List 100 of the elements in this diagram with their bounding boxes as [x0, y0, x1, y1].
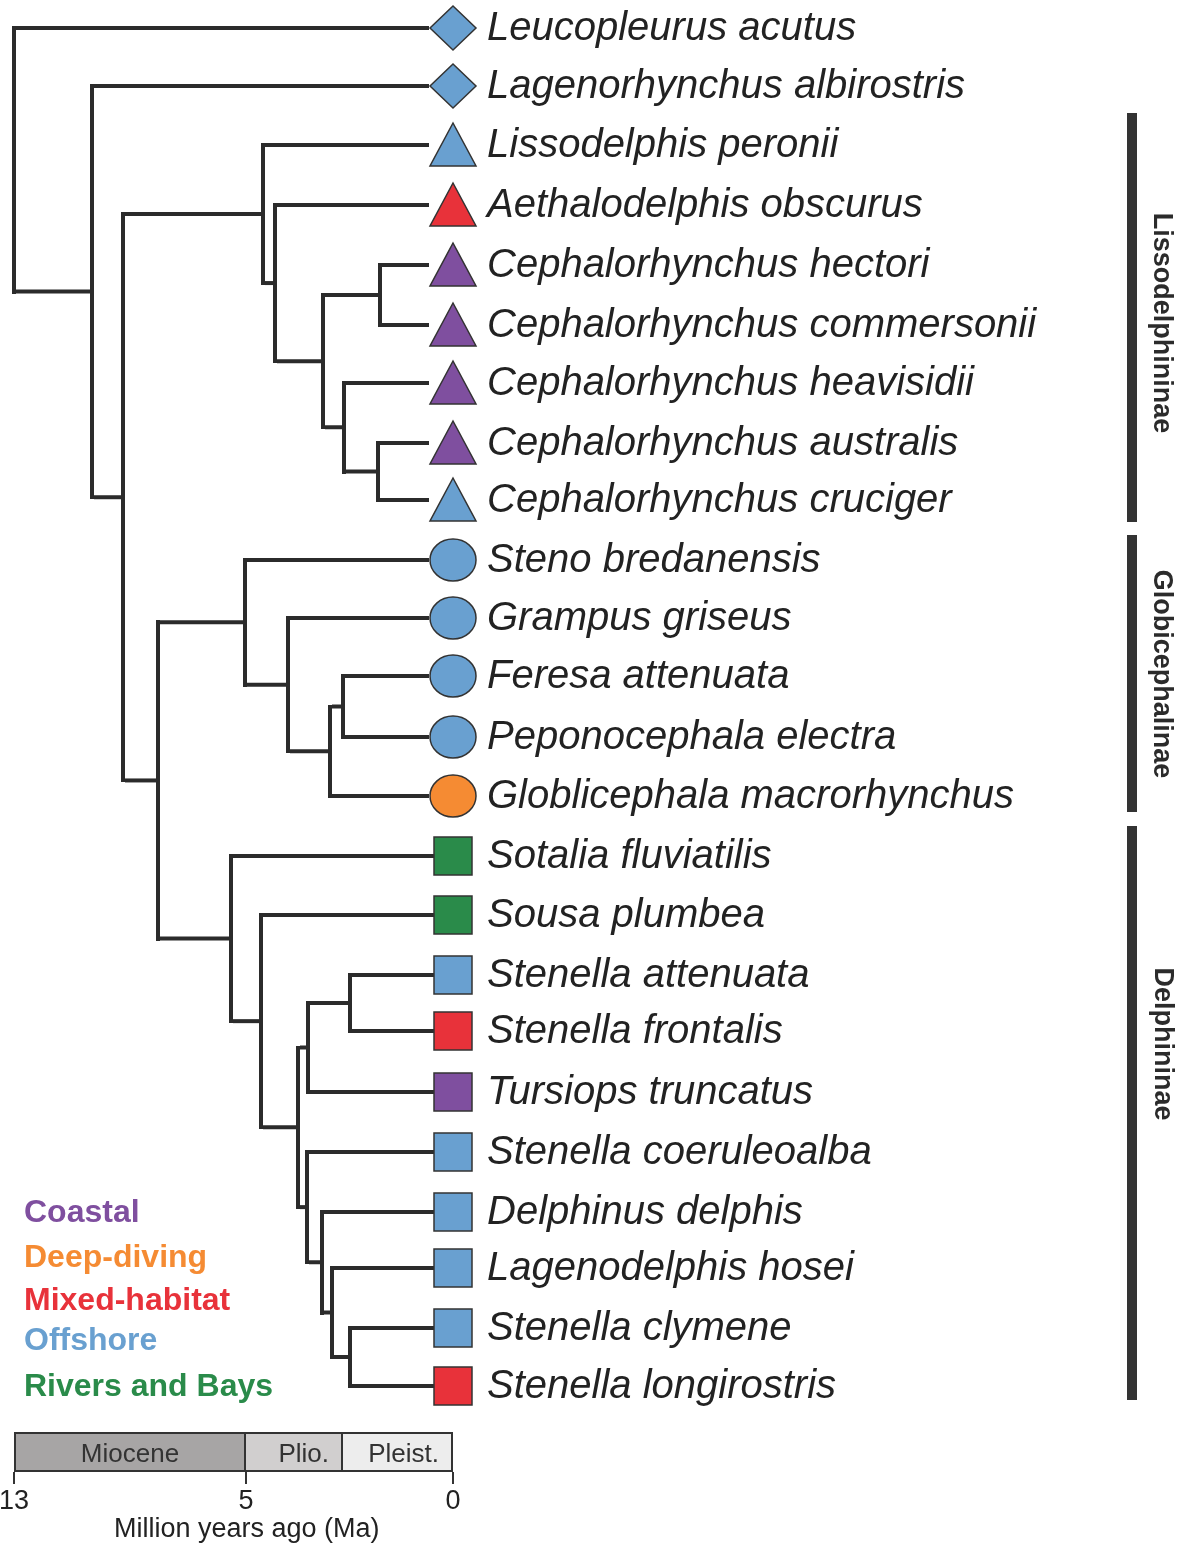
- tree-branch-node: [259, 913, 263, 1130]
- species-name: Tursiops truncatus: [487, 1070, 814, 1110]
- circle-marker: [429, 773, 477, 819]
- species-name: Lagenorhynchus albirostris: [487, 64, 966, 104]
- tree-branch: [233, 1019, 259, 1024]
- species-name: Stenella longirostris: [487, 1364, 837, 1404]
- tree-branch-node: [348, 1326, 352, 1388]
- tree-branch-node: [330, 1266, 334, 1359]
- tree-branch: [352, 1326, 434, 1330]
- species-name: Cephalorhynchus hectori: [487, 243, 930, 283]
- tree-branch: [334, 1266, 434, 1270]
- legend-text: Mixed-habitat: [24, 1282, 231, 1316]
- tree-branch: [382, 263, 429, 267]
- tree-branch: [300, 1045, 306, 1050]
- tree-branch-node: [90, 84, 94, 500]
- species-name: Cephalorhynchus australis: [487, 421, 959, 461]
- clade-label: Delphininae: [1148, 967, 1178, 1121]
- circle-marker: [429, 714, 477, 760]
- species-name: Stenella coeruleoalba: [487, 1130, 872, 1170]
- tree-branch-node: [328, 704, 332, 798]
- tree-branch-node: [243, 558, 247, 687]
- species-name: Grampus griseus: [487, 596, 792, 636]
- tree-branch: [160, 936, 229, 941]
- epoch-band: Pleist.: [343, 1432, 453, 1472]
- legend-text: Coastal: [24, 1194, 140, 1228]
- tree-branch: [300, 1205, 305, 1210]
- clade-label: Lissodelphininae: [1147, 212, 1178, 434]
- tree-branch-node: [320, 1210, 324, 1315]
- tree-branch-node: [342, 381, 346, 474]
- tree-branch: [94, 84, 429, 88]
- tree-branch: [309, 1260, 320, 1265]
- tree-branch-node: [348, 973, 352, 1033]
- tree-branch-node: [305, 1150, 309, 1265]
- species-name: Stenella clymene: [487, 1306, 792, 1346]
- tree-branch-node: [306, 1001, 310, 1094]
- tree-branch: [277, 359, 321, 364]
- tree-branch: [290, 749, 328, 754]
- tree-branch: [332, 704, 341, 709]
- tree-branch: [309, 1150, 434, 1154]
- tree-branch: [310, 1001, 348, 1005]
- species-name: Cephalorhynchus commersonii: [487, 303, 1037, 343]
- tree-branch-node: [296, 1045, 300, 1210]
- tree-branch-node: [261, 143, 265, 286]
- species-name: Delphinus delphis: [487, 1190, 803, 1230]
- tree-branch: [325, 293, 378, 297]
- species-name: Lissodelphis peronii: [487, 123, 839, 163]
- species-name: Feresa attenuata: [487, 654, 790, 694]
- tree-branch: [16, 26, 429, 30]
- tree-branch: [352, 973, 434, 977]
- tree-branch-node: [286, 616, 290, 754]
- tree-branch-node: [378, 263, 382, 327]
- species-name: Steno bredanensis: [487, 538, 821, 578]
- tree-branch: [324, 1310, 330, 1315]
- species-name: Cephalorhynchus heavisidii: [487, 361, 974, 401]
- clade-label: Globicephalinae: [1147, 569, 1178, 778]
- tree-branch: [277, 203, 429, 207]
- legend-text: Rivers and Bays: [24, 1368, 273, 1402]
- tree-branch: [382, 323, 429, 327]
- species-name: Cephalorhynchus cruciger: [487, 478, 952, 518]
- epoch-band: Miocene: [14, 1432, 246, 1472]
- legend-text: Deep-diving: [24, 1239, 208, 1273]
- tree-branch: [263, 1125, 296, 1130]
- tick-label: 13: [0, 1487, 30, 1513]
- tree-branch: [345, 674, 429, 678]
- tree-branch-node: [376, 441, 380, 502]
- tree-branch-node: [229, 854, 233, 1024]
- species-name: Aethalodelphis obscurus: [487, 183, 923, 223]
- species-name: Stenella attenuata: [487, 953, 810, 993]
- tree-branch: [16, 289, 90, 294]
- tree-branch-node: [121, 212, 125, 783]
- circle-marker: [429, 653, 477, 699]
- tree-branch: [265, 281, 273, 286]
- species-name: Peponocephala electra: [487, 715, 897, 755]
- tree-branch: [352, 1029, 434, 1033]
- species-name: Sotalia fluviatilis: [487, 834, 772, 874]
- species-name: Sousa plumbea: [487, 893, 765, 933]
- tree-branch-node: [341, 674, 345, 739]
- triangle-marker: [429, 302, 477, 348]
- tree-branch: [324, 1210, 434, 1214]
- tree-branch: [380, 441, 429, 445]
- triangle-marker: [429, 477, 477, 523]
- tree-branch-node: [321, 293, 325, 430]
- tree-branch-node: [273, 203, 277, 364]
- tree-branch: [290, 616, 429, 620]
- triangle-marker: [429, 242, 477, 288]
- tick-label: 0: [445, 1487, 461, 1513]
- tree-branch: [346, 469, 376, 474]
- tree-branch: [247, 558, 429, 562]
- tree-branch-node: [12, 26, 16, 294]
- legend-text: Offshore: [24, 1322, 158, 1356]
- tick-label: 5: [238, 1487, 254, 1513]
- tree-branch: [94, 495, 121, 500]
- circle-marker: [429, 595, 477, 641]
- epoch-band: Plio.: [246, 1432, 343, 1472]
- tree-branch: [325, 425, 342, 430]
- species-name: Stenella frontalis: [487, 1009, 783, 1049]
- tree-branch: [125, 212, 261, 217]
- species-name: Lagenodelphis hosei: [487, 1246, 854, 1286]
- diamond-marker: [429, 63, 477, 109]
- tree-branch: [345, 735, 429, 739]
